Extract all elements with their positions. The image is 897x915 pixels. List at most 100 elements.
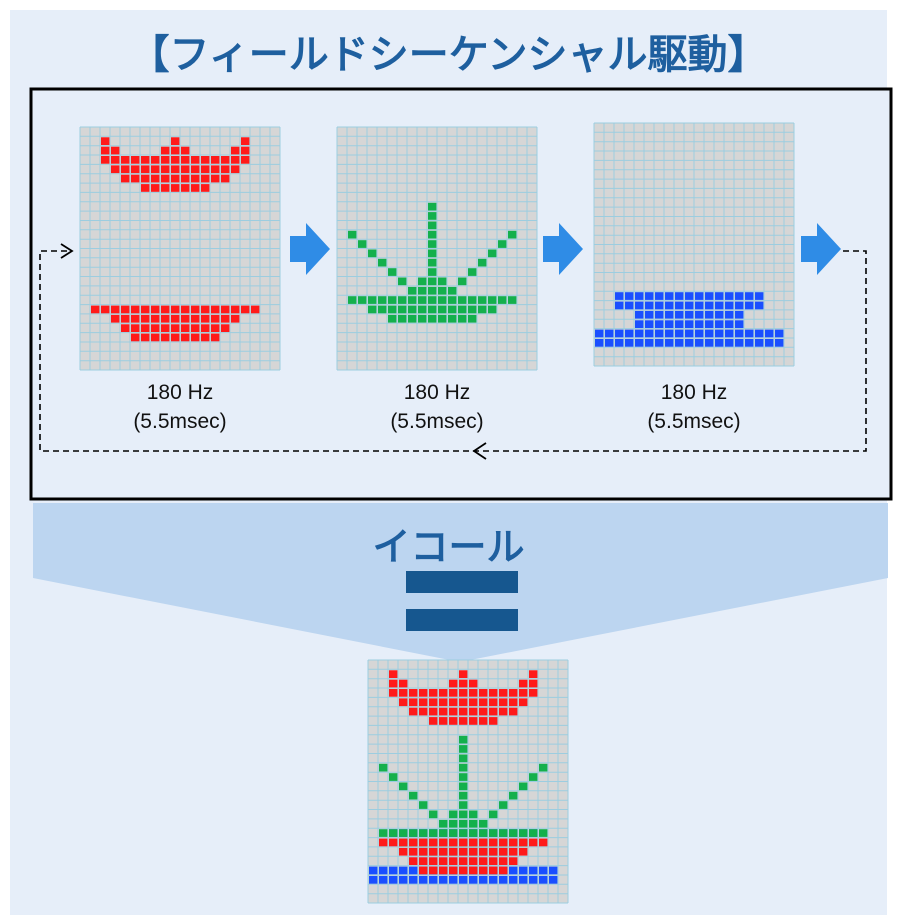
pixel-red: [439, 857, 448, 865]
pixel-blue: [655, 329, 664, 338]
pixel-green: [468, 268, 477, 276]
panel-grid: [79, 126, 281, 371]
pixel-red: [151, 314, 160, 323]
pixel-red: [211, 314, 220, 323]
pixel-red: [131, 333, 140, 342]
pixel-red: [151, 324, 160, 332]
pixel-blue: [635, 292, 644, 300]
pixel-green: [438, 277, 447, 286]
pixel-blue: [715, 329, 724, 338]
pixel-blue: [745, 292, 754, 300]
pixel-blue: [715, 339, 724, 347]
pixel-blue: [519, 866, 528, 875]
pixel-blue: [595, 339, 604, 347]
field-panel-blue: [593, 122, 795, 367]
pixel-green: [408, 305, 417, 314]
pixel-blue: [409, 866, 418, 875]
pixel-blue: [745, 329, 754, 338]
pixel-red: [459, 679, 468, 688]
pixel-green: [468, 314, 477, 323]
pixel-red: [141, 333, 150, 342]
pixel-green: [448, 286, 457, 295]
pixel-red: [181, 165, 190, 174]
pixel-blue: [735, 320, 744, 328]
pixel-green: [399, 829, 408, 837]
pixel-red: [389, 670, 398, 678]
pixel-green: [449, 819, 458, 828]
pixel-red: [111, 314, 120, 323]
pixel-red: [161, 174, 170, 183]
pixel-red: [111, 165, 120, 174]
pixel-red: [131, 324, 140, 332]
pixel-red: [171, 184, 180, 192]
pixel-red: [499, 689, 508, 697]
pixel-green: [539, 829, 548, 837]
pixel-green: [468, 305, 477, 314]
pixel-blue: [645, 292, 654, 300]
pixel-red: [439, 866, 448, 875]
pixel-red: [151, 333, 160, 342]
pixel-red: [449, 857, 458, 865]
pixel-blue: [685, 301, 694, 310]
pixel-blue: [715, 292, 724, 300]
pixel-red: [191, 305, 200, 314]
pixel-green: [368, 296, 377, 304]
pixel-green: [378, 296, 387, 304]
pixel-blue: [539, 876, 548, 884]
pixel-red: [479, 698, 488, 707]
pixel-red: [181, 184, 190, 192]
pixel-blue: [665, 310, 674, 319]
pixel-red: [171, 324, 180, 332]
field-period: (5.5msec): [647, 410, 741, 433]
pixel-red: [439, 698, 448, 707]
pixel-green: [508, 296, 517, 304]
pixel-red: [161, 314, 170, 323]
pixel-green: [428, 296, 437, 304]
pixel-red: [489, 698, 498, 707]
pixel-blue: [529, 876, 538, 884]
equals-sign-bottom: [406, 609, 518, 631]
pixel-green: [408, 296, 417, 304]
pixel-green: [388, 314, 397, 323]
field-frequency: 180 Hz: [146, 381, 214, 404]
pixel-blue: [625, 329, 634, 338]
pixel-red: [419, 847, 428, 856]
pixel-red: [151, 184, 160, 192]
loop-arrowhead-left: [472, 442, 487, 460]
pixel-red: [499, 838, 508, 847]
pixel-red: [171, 174, 180, 183]
pixel-green: [418, 296, 427, 304]
pixel-red: [389, 689, 398, 697]
pixel-blue: [625, 292, 634, 300]
pixel-blue: [695, 329, 704, 338]
pixel-blue: [705, 310, 714, 319]
pixel-red: [419, 838, 428, 847]
pixel-blue: [735, 310, 744, 319]
pixel-red: [191, 156, 200, 164]
pixel-red: [529, 679, 538, 688]
pixel-red: [141, 184, 150, 192]
pixel-red: [429, 717, 438, 725]
field-frequency: 180 Hz: [660, 381, 728, 404]
pixel-red: [529, 689, 538, 697]
pixel-blue: [685, 329, 694, 338]
pixel-green: [368, 305, 377, 314]
pixel-red: [419, 857, 428, 865]
pixel-green: [499, 829, 508, 837]
pixel-red: [499, 866, 508, 875]
pixel-red: [161, 146, 170, 155]
pixel-red: [439, 689, 448, 697]
pixel-green: [448, 296, 457, 304]
pixel-green: [459, 801, 468, 809]
pixel-green: [519, 829, 528, 837]
pixel-red: [121, 324, 130, 332]
pixel-red: [469, 866, 478, 875]
pixel-green: [418, 286, 427, 295]
pixel-blue: [645, 310, 654, 319]
pixel-blue: [735, 301, 744, 310]
pixel-green: [458, 314, 467, 323]
pixel-red: [469, 698, 478, 707]
pixel-blue: [695, 301, 704, 310]
pixel-green: [519, 782, 528, 791]
composite-panel: [367, 659, 569, 904]
